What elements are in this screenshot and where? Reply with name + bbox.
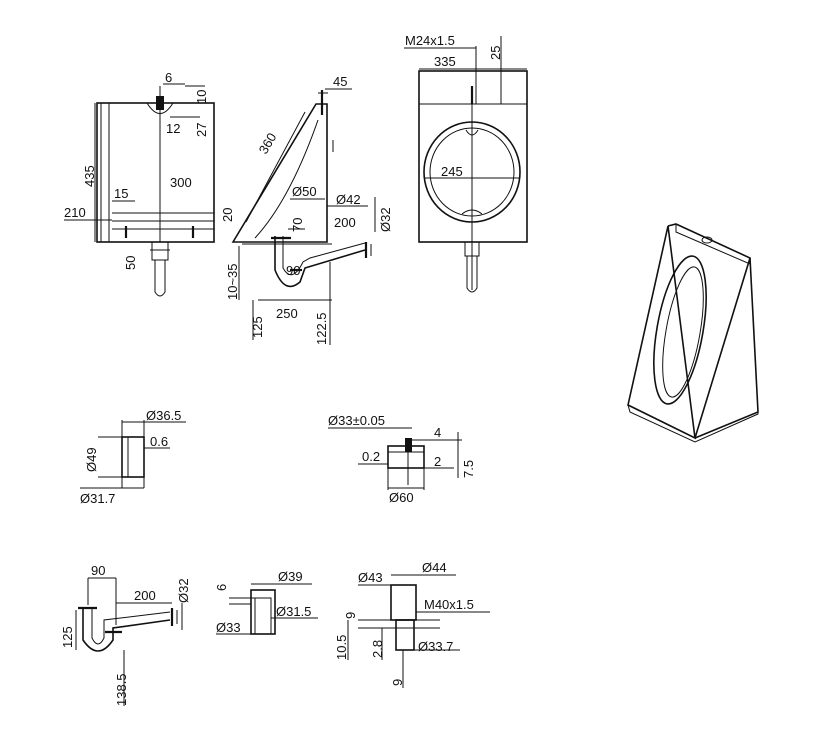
iso-bowl-inner (662, 266, 704, 398)
side-bowl-curve (254, 119, 319, 239)
dim-front-inner-w: 12 (166, 121, 180, 136)
trap-pipe-outer (82, 609, 171, 652)
dim-trap-32: Ø32 (176, 578, 191, 603)
dim-reducer-39: Ø39 (278, 569, 303, 584)
dim-side-floor: 125 (250, 316, 265, 338)
front-drain-collar (151, 241, 169, 261)
dim-side-top: 45 (333, 74, 347, 89)
dim-front-top-w: 6 (165, 70, 172, 85)
iso-top-face (675, 224, 751, 265)
detail-reducer: 6 Ø39 Ø31.5 Ø33 (214, 569, 318, 635)
dim-side-trap-drop: 122.5 (314, 312, 329, 345)
dim-front-base: 210 (64, 205, 86, 220)
dim-side-trap-span: 250 (276, 306, 298, 321)
front-inlet-nozzle (156, 96, 164, 110)
nut-body (390, 584, 417, 621)
dim-rear-bowl: 245 (441, 164, 463, 179)
dim-flange-d4: 4 (434, 425, 441, 440)
iso-side-face (694, 257, 759, 439)
dim-front-inner-h: 27 (194, 123, 209, 137)
dim-flange-top: Ø33±0.05 (328, 413, 385, 428)
dim-trap-1385: 138.5 (114, 673, 129, 706)
dim-front-inner-height: 300 (170, 175, 192, 190)
dim-connector-height: Ø49 (84, 447, 99, 472)
iso-top-edge (667, 223, 751, 439)
dim-side-elbow: 90 (286, 263, 300, 278)
rear-drain-pipe (466, 256, 478, 293)
dim-front-side: 15 (114, 186, 128, 201)
dim-front-height: 435 (82, 165, 97, 187)
dim-nut-9a: 9 (343, 612, 358, 619)
iso-bowl-outer (653, 255, 707, 405)
dim-reducer-6: 6 (214, 584, 229, 591)
iso-front-face (627, 225, 696, 440)
dim-side-d50: Ø50 (292, 184, 317, 199)
dim-line (245, 111, 306, 223)
dim-reducer-315: Ø31.5 (276, 604, 311, 619)
connector-body (121, 436, 145, 478)
side-view: 360 45 Ø50 Ø42 Ø32 200 20 70 90 10~35 12… (220, 74, 393, 345)
dim-trap-125: 125 (60, 626, 75, 648)
front-inlet-curve (146, 102, 174, 114)
dim-flange-bottom: Ø60 (389, 490, 414, 505)
nut-stem (395, 619, 415, 651)
dim-flange-75: 7.5 (461, 460, 476, 478)
dim-front-top-h: 10 (194, 90, 209, 104)
dim-rear-thread: M24x1.5 (405, 33, 455, 48)
detail-nut: Ø43 Ø44 9 M40x1.5 10.5 2.8 Ø33.7 9 (334, 560, 490, 688)
iso-inlet-hole (701, 236, 713, 244)
dim-rear-width: 335 (434, 54, 456, 69)
rear-drain-collar (464, 241, 480, 257)
reducer-inner (254, 597, 272, 635)
dim-nut-28: 2.8 (370, 640, 385, 658)
dim-flange-02: 0.2 (362, 449, 380, 464)
detail-trap: 90 200 Ø32 125 138.5 (60, 563, 191, 706)
side-trap-pipe (274, 236, 366, 288)
detail-flange: Ø33±0.05 4 0.2 2 7.5 Ø60 (328, 413, 476, 505)
front-view: 6 10 12 27 435 300 15 210 50 (64, 70, 215, 297)
trap-pipe-inner (91, 609, 171, 645)
dim-nut-9b: 9 (390, 679, 405, 686)
dim-side-adj: 10~35 (225, 263, 240, 300)
iso-base-edge (627, 404, 759, 443)
side-trap-pipe-inner (282, 236, 366, 276)
dim-reducer-33: Ø33 (216, 620, 241, 635)
front-drain-pipe (154, 260, 166, 297)
side-body-outline (231, 103, 328, 243)
dim-nut-thread: M40x1.5 (424, 597, 474, 612)
detail-connector: Ø36.5 0.6 Ø49 Ø31.7 (80, 408, 186, 506)
dim-side-d32: Ø32 (378, 207, 393, 232)
dim-front-drain: 50 (123, 256, 138, 270)
dim-nut-43: Ø43 (358, 570, 383, 585)
dim-side-d42: Ø42 (336, 192, 361, 207)
dim-nut-44: Ø44 (422, 560, 447, 575)
isometric-view (627, 223, 759, 443)
dim-side-trap-w: 70 (290, 218, 305, 232)
dim-rear-height-25: 25 (488, 46, 503, 60)
dim-connector-wall: 0.6 (150, 434, 168, 449)
rear-view: M24x1.5 25 335 245 (404, 33, 528, 293)
dim-flange-d2: 2 (434, 454, 441, 469)
dim-connector-inner: Ø31.7 (80, 491, 115, 506)
dim-side-horiz: 200 (334, 215, 356, 230)
dim-side-slant: 360 (256, 130, 280, 156)
dim-nut-105: 10.5 (334, 635, 349, 660)
dim-connector-outer: Ø36.5 (146, 408, 181, 423)
dim-trap-200: 200 (134, 588, 156, 603)
dim-side-offset: 20 (220, 208, 235, 222)
dim-trap-90: 90 (91, 563, 105, 578)
dim-nut-337: Ø33.7 (418, 639, 453, 654)
